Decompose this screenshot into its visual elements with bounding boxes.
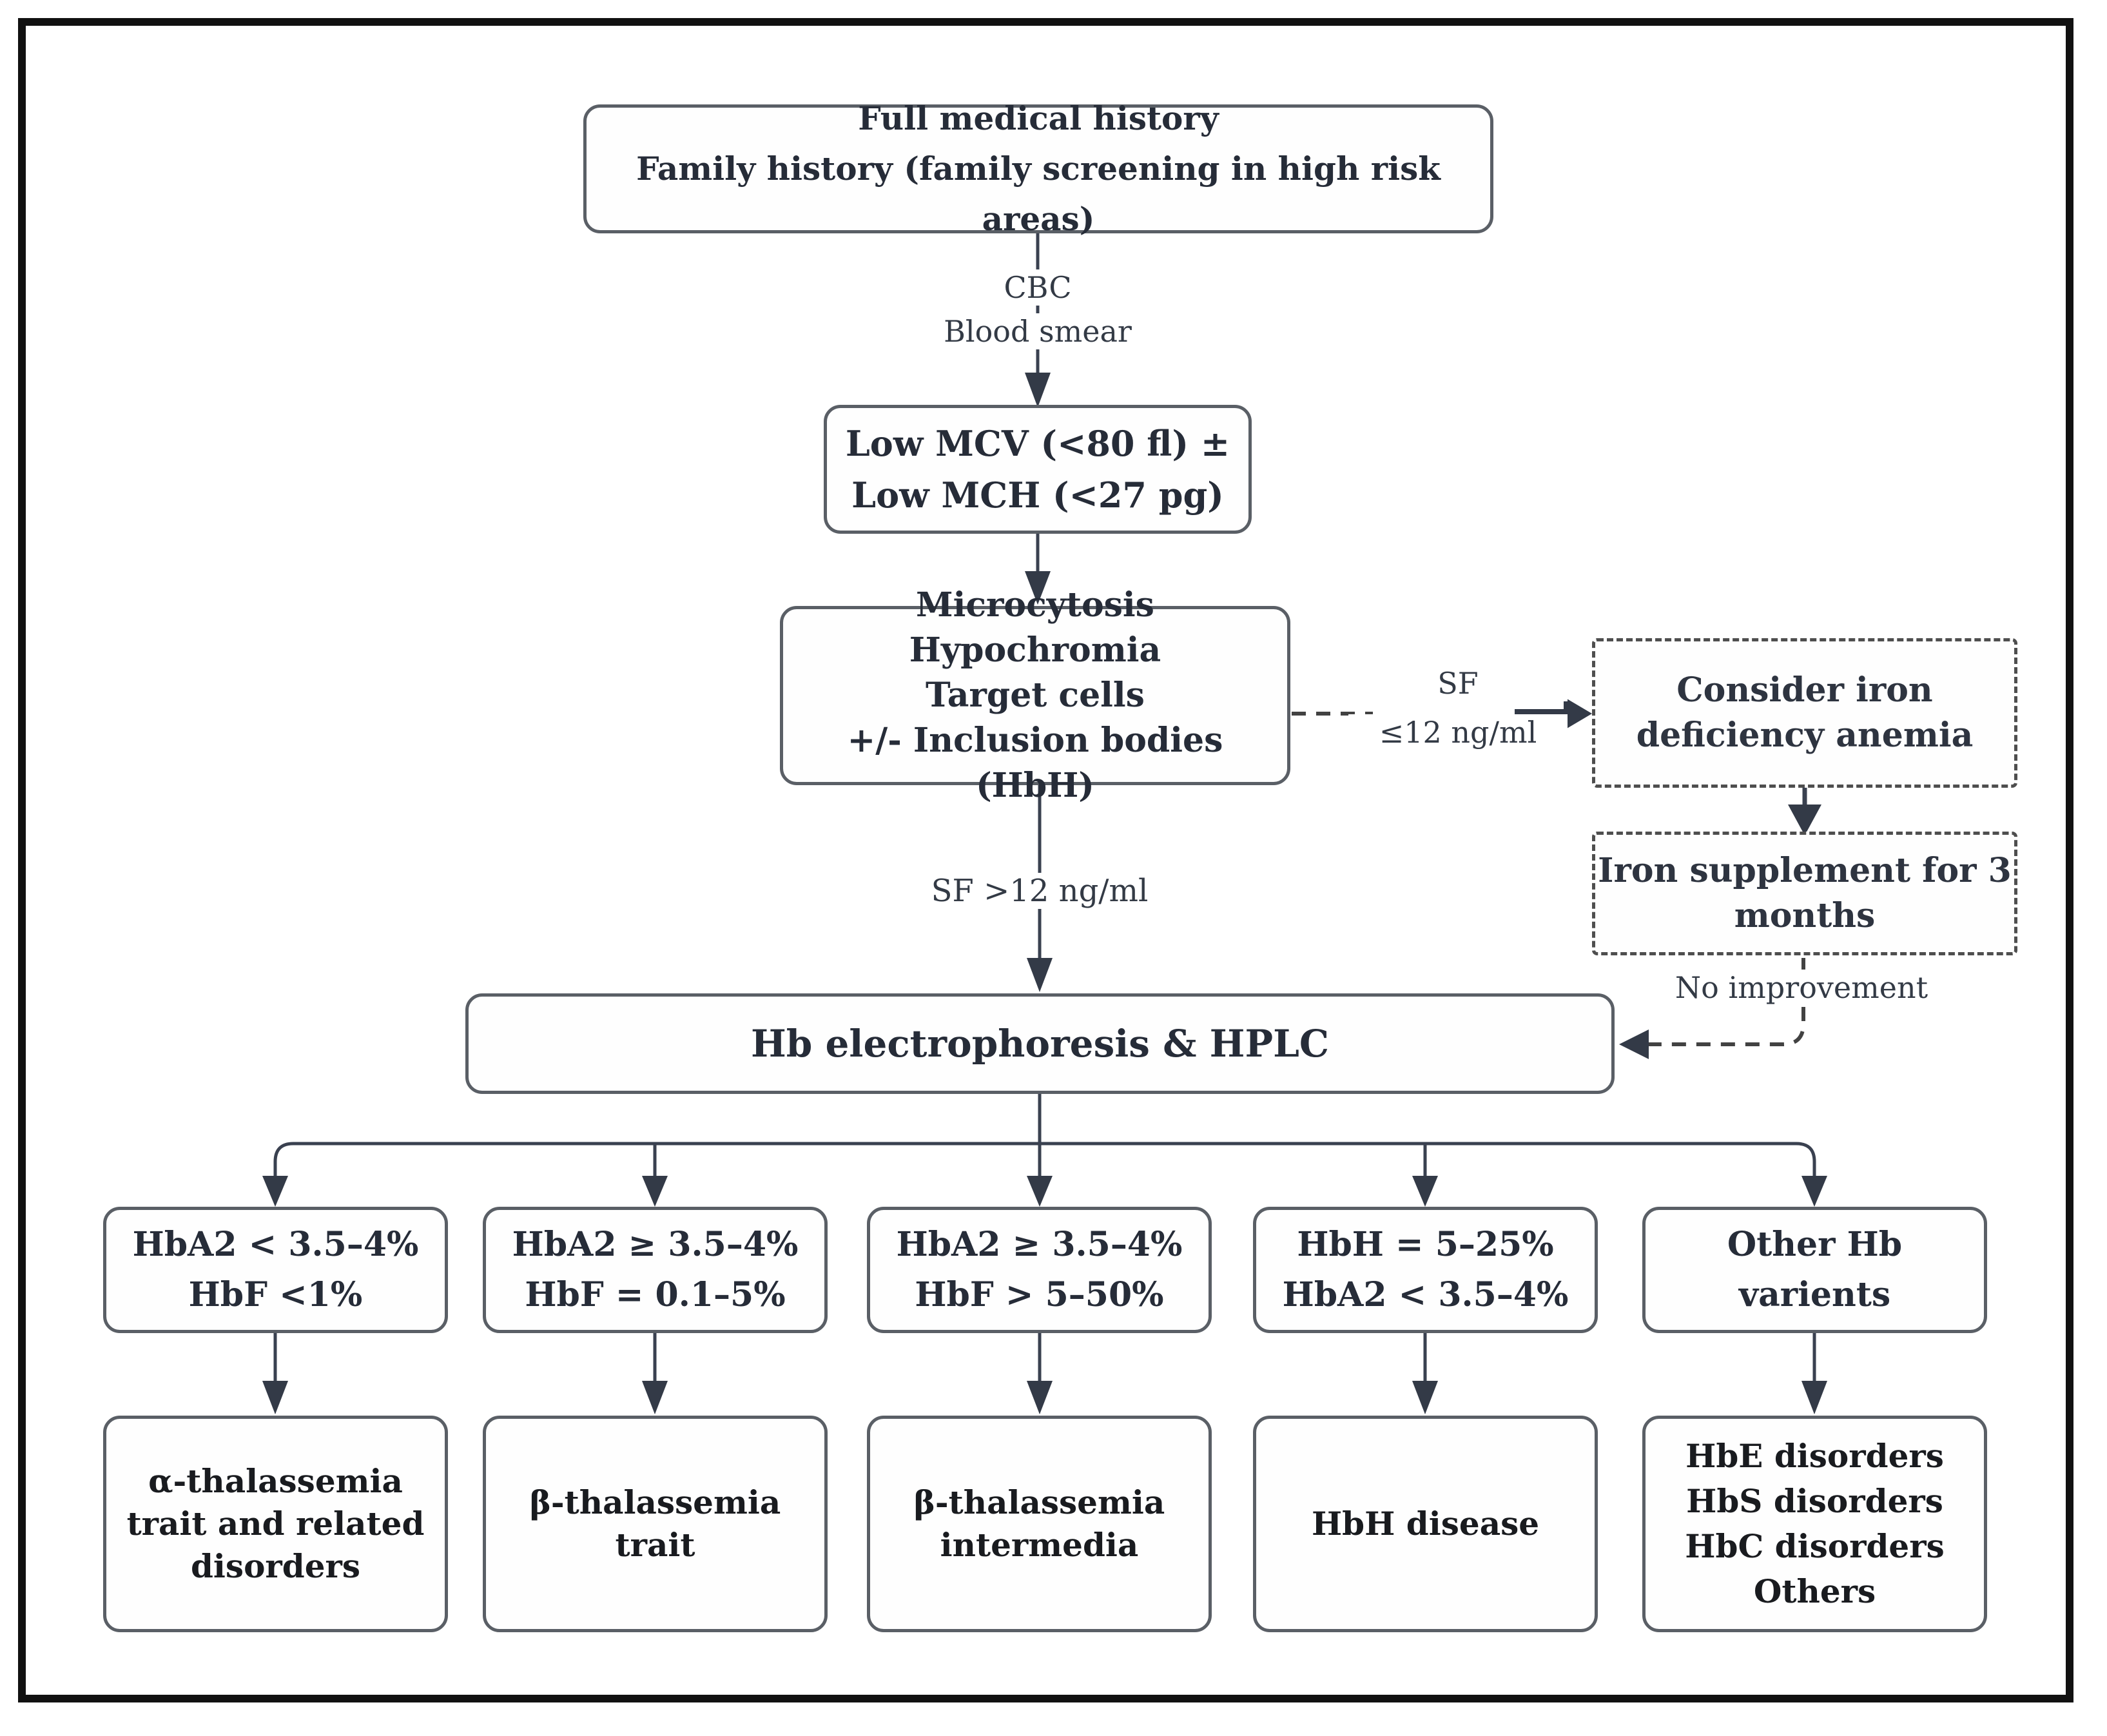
node-text-line: HbA2 ≥ 3.5–4% [896,1225,1183,1264]
node-text-line: trait and related [126,1505,425,1543]
node-text-line: disorders [190,1547,361,1585]
node-hb-electrophoresis-hplc: Hb electrophoresis & HPLC [465,993,1615,1094]
node-text-line: months [1734,896,1876,935]
node-condition-beta-intermedia: HbA2 ≥ 3.5–4% HbF > 5–50% [867,1207,1212,1333]
node-text-line: Other Hb [1727,1225,1903,1264]
edge-label-no-improvement: No improvement [1656,970,1947,1006]
node-text-line: Iron supplement for 3 [1598,851,2012,890]
node-text-line: HbH = 5–25% [1297,1225,1554,1264]
node-text-line: deficiency anemia [1636,716,1974,755]
node-text-line: Hypochromia [909,630,1161,670]
node-text-line: HbA2 < 3.5–4% [132,1225,419,1264]
node-result-hbh-disease: HbH disease [1253,1416,1598,1632]
arrowhead-branch-4 [1412,1176,1438,1207]
node-text-line: β-thalassemia [913,1483,1165,1521]
node-text-line: varients [1738,1275,1891,1314]
edge-label-cbc: CBC [941,269,1134,306]
branch-horizontal-line [273,1142,1816,1176]
edge-label-blood-smear: Blood smear [889,313,1186,349]
node-text-line: intermedia [940,1526,1139,1564]
node-condition-alpha-thal: HbA2 < 3.5–4% HbF <1% [103,1207,448,1333]
node-text-line: β-thalassemia [529,1483,781,1521]
node-full-medical-history: Full medical history Family history (fam… [583,99,1493,238]
node-microcytosis: Microcytosis Hypochromia Target cells +/… [780,585,1290,805]
arrowhead-res-2 [642,1381,668,1414]
arrowhead-to-mcv [1025,373,1051,407]
arrowhead-branch-5 [1801,1176,1827,1207]
node-text-line: Low MCV (<80 fl) ± [845,423,1230,464]
node-text-line: HbF = 0.1–5% [525,1275,786,1314]
node-text-line: HbF <1% [188,1275,363,1314]
node-text-line: Hb electrophoresis & HPLC [750,1022,1330,1066]
node-text-line: Microcytosis [916,585,1154,625]
node-text-line: HbA2 ≥ 3.5–4% [512,1225,799,1264]
arrowhead-res-4 [1412,1381,1438,1414]
edge-noimprovement-dashed [1647,958,1805,1046]
node-text-line: α-thalassemia [148,1462,403,1500]
edge-label-sf-high: SF >12 ng/ml [879,873,1201,909]
node-text-line: Target cells [926,676,1145,715]
solid-connector-lines [273,233,1816,1381]
outer-frame [18,18,2073,1702]
arrowhead-to-consider-iron [1564,697,1592,730]
arrowhead-branch-2 [642,1176,668,1207]
node-condition-hbh: HbH = 5–25% HbA2 < 3.5–4% [1253,1207,1598,1333]
node-text-line: Consider iron [1676,670,1933,710]
node-text-line: HbH disease [1311,1505,1540,1543]
edge-label-sf-low-value: ≤12 ng/ml [1348,714,1568,750]
arrowheads [262,373,1827,1414]
arrowhead-branch-3 [1027,1176,1053,1207]
node-result-alpha-thalassemia: α-thalassemia trait and related disorder… [103,1416,448,1632]
arrowhead-to-iron-supplement [1788,805,1821,835]
node-text-line: Low MCH (<27 pg) [851,474,1224,516]
node-text-line: HbC disorders [1685,1527,1945,1565]
node-text-line: HbA2 < 3.5–4% [1282,1275,1569,1314]
node-text-line: HbS disorders [1686,1482,1943,1520]
node-iron-supplement: Iron supplement for 3 months [1592,832,2017,955]
node-text-line: Full medical history [858,99,1219,137]
node-result-other-disorders: HbE disorders HbS disorders HbC disorder… [1642,1416,1987,1632]
node-result-beta-intermedia: β-thalassemia intermedia [867,1416,1212,1632]
arrowhead-to-micro [1025,571,1051,605]
node-text-line: HbF > 5–50% [915,1275,1164,1314]
arrowhead-res-3 [1027,1381,1053,1414]
arrowhead-res-1 [262,1381,288,1414]
node-text-line: Others [1753,1572,1876,1610]
edge-label-sf: SF [1348,665,1568,701]
dashed-connector-lines [1292,712,1805,1046]
node-text-line: trait [615,1526,695,1564]
arrowhead-branch-1 [262,1176,288,1207]
node-consider-iron-deficiency: Consider iron deficiency anemia [1592,638,2017,788]
node-condition-other-variants: Other Hb varients [1642,1207,1987,1333]
node-result-beta-trait: β-thalassemia trait [483,1416,828,1632]
node-text-line: HbE disorders [1685,1437,1944,1475]
arrowhead-noimprovement-to-hplc [1619,1029,1649,1059]
node-text-line: Family history (family screening in high… [636,150,1441,238]
node-text-line: +/- Inclusion bodies (HbH) [847,721,1223,805]
node-low-mcv-mch: Low MCV (<80 fl) ± Low MCH (<27 pg) [824,405,1252,534]
arrowhead-to-hplc [1027,958,1053,992]
arrowhead-res-5 [1801,1381,1827,1414]
node-condition-beta-trait: HbA2 ≥ 3.5–4% HbF = 0.1–5% [483,1207,828,1333]
